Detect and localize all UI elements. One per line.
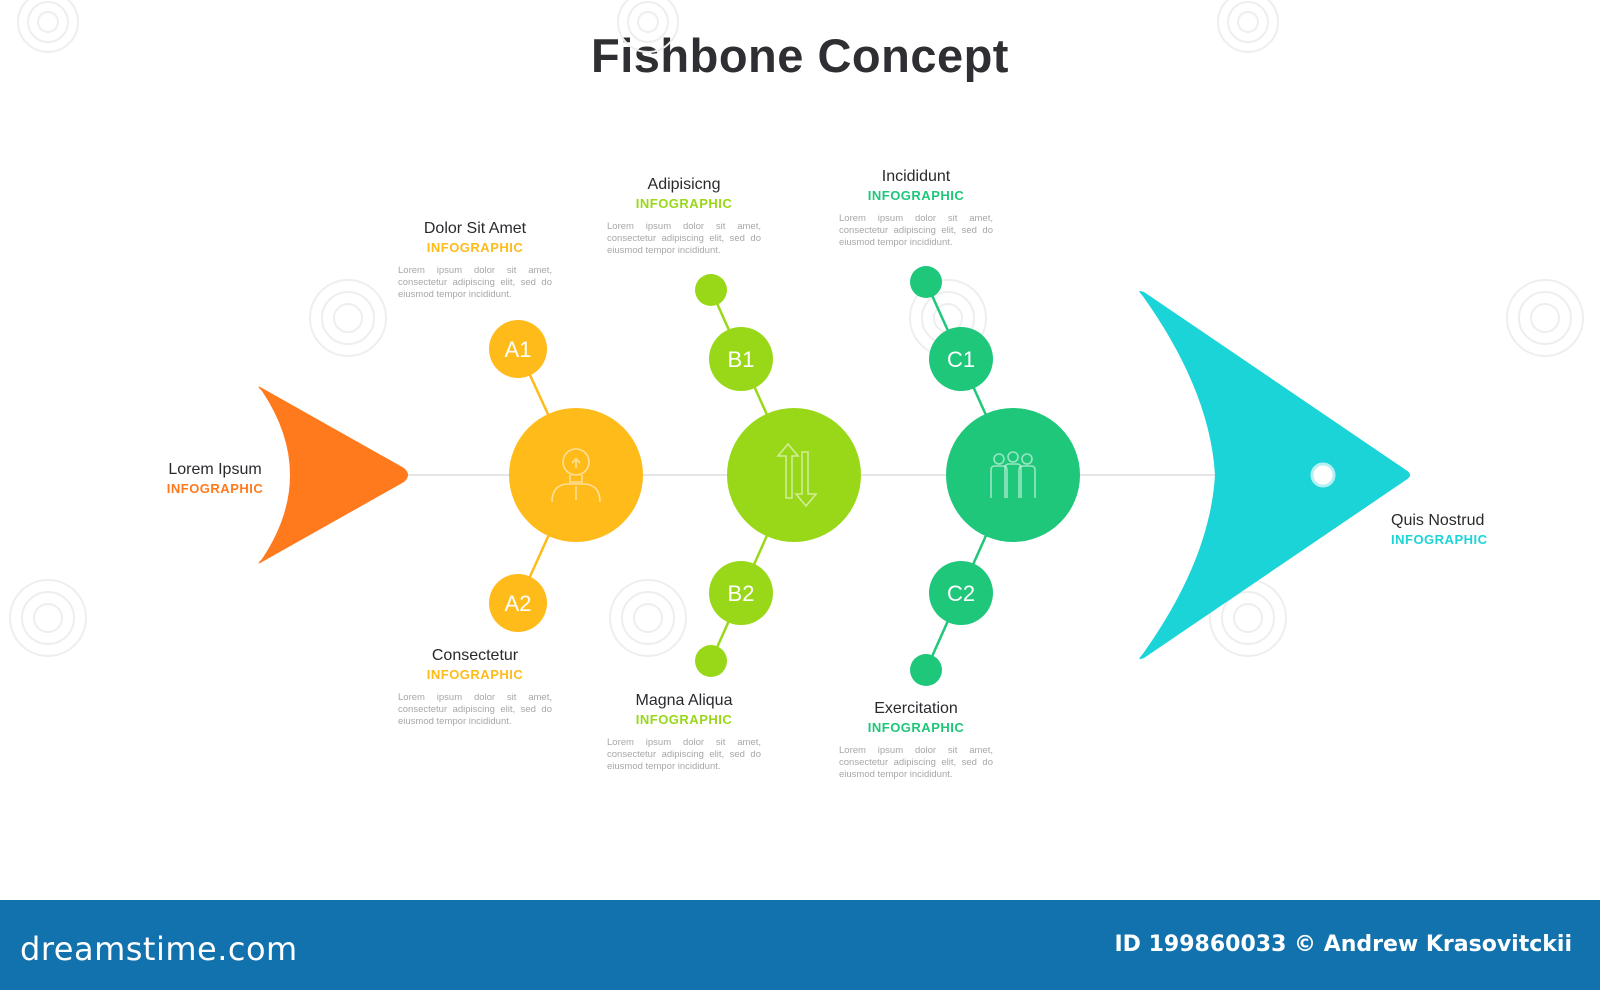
small-dot-b-bottom [695, 645, 727, 677]
label-c1-body: Lorem ipsum dolor sit amet, consectetur … [839, 213, 993, 248]
badge-a1-label: A1 [505, 337, 532, 362]
badge-a2 [489, 574, 547, 632]
label-b2-subtitle: INFOGRAPHIC [635, 712, 733, 727]
label-c1: Incididunt INFOGRAPHIC Lorem ipsum dolor… [839, 167, 993, 249]
label-a1-subtitle: INFOGRAPHIC [426, 240, 524, 255]
label-b1: Adipisicng INFOGRAPHIC Lorem ipsum dolor… [607, 175, 761, 257]
bone-group-b [695, 274, 861, 677]
badge-c1 [929, 327, 993, 391]
label-b1-subtitle: INFOGRAPHIC [635, 196, 733, 211]
label-b1-body: Lorem ipsum dolor sit amet, consectetur … [607, 221, 761, 256]
badge-c2-label: C2 [947, 581, 975, 606]
label-c2-subtitle: INFOGRAPHIC [867, 720, 965, 735]
label-c2-title: Exercitation [874, 700, 958, 717]
label-a2-title: Consectetur [431, 647, 519, 664]
badge-c2 [929, 561, 993, 625]
team-people-icon [990, 451, 1036, 498]
label-b1-title: Adipisicng [647, 176, 721, 193]
fish-eye [1310, 462, 1336, 488]
label-a1: Dolor Sit Amet INFOGRAPHIC Lorem ipsum d… [398, 219, 552, 301]
label-c1-title: Incididunt [881, 168, 951, 185]
label-b2-body: Lorem ipsum dolor sit amet, consectetur … [607, 737, 761, 772]
label-c1-subtitle: INFOGRAPHIC [867, 188, 965, 203]
label-a2: Consectetur INFOGRAPHIC Lorem ipsum dolo… [398, 646, 552, 728]
footer-brand[interactable]: dreamstime.com [20, 930, 298, 968]
label-b2-title: Magna Aliqua [635, 692, 733, 709]
badge-b1-label: B1 [728, 347, 755, 372]
watermark-logos [9, 0, 1584, 657]
footer-credit: ID 199860033 © Andrew Krasovitckii [1114, 932, 1573, 957]
tail-title: Lorem Ipsum [168, 461, 262, 478]
bone-group-a [489, 320, 643, 632]
badge-c1-label: C1 [947, 347, 975, 372]
main-node-c [946, 408, 1080, 542]
up-down-arrows-icon [776, 442, 818, 508]
fish-head [1139, 291, 1410, 659]
head-label: Quis Nostrud INFOGRAPHIC [1391, 511, 1521, 548]
bone-group-c [910, 266, 1080, 686]
badge-b1 [709, 327, 773, 391]
label-a1-title: Dolor Sit Amet [423, 220, 527, 237]
badge-a1 [489, 320, 547, 378]
tail-subtitle: INFOGRAPHIC [166, 481, 264, 496]
label-a2-subtitle: INFOGRAPHIC [426, 667, 524, 682]
badge-b2-label: B2 [728, 581, 755, 606]
label-a1-body: Lorem ipsum dolor sit amet, consectetur … [398, 265, 552, 300]
head-title: Quis Nostrud [1391, 512, 1485, 529]
tail-label: Lorem Ipsum INFOGRAPHIC [150, 460, 280, 497]
small-dot-c-top [910, 266, 942, 298]
footer-bar: dreamstime.com ID 199860033 © Andrew Kra… [0, 900, 1600, 990]
label-c2: Exercitation INFOGRAPHIC Lorem ipsum dol… [839, 699, 993, 781]
fishbone-diagram: A1 A2 B1 B2 C1 C2 [9, 0, 1584, 686]
head-subtitle: INFOGRAPHIC [1391, 532, 1488, 547]
badge-b2 [709, 561, 773, 625]
label-c2-body: Lorem ipsum dolor sit amet, consectetur … [839, 745, 993, 780]
small-dot-b-top [695, 274, 727, 306]
label-a2-body: Lorem ipsum dolor sit amet, consectetur … [398, 692, 552, 727]
label-b2: Magna Aliqua INFOGRAPHIC Lorem ipsum dol… [607, 691, 761, 773]
lightbulb-head-icon [551, 448, 601, 503]
badge-a2-label: A2 [505, 591, 532, 616]
fish-tail [258, 386, 408, 564]
small-dot-c-bottom [910, 654, 942, 686]
main-node-b [727, 408, 861, 542]
